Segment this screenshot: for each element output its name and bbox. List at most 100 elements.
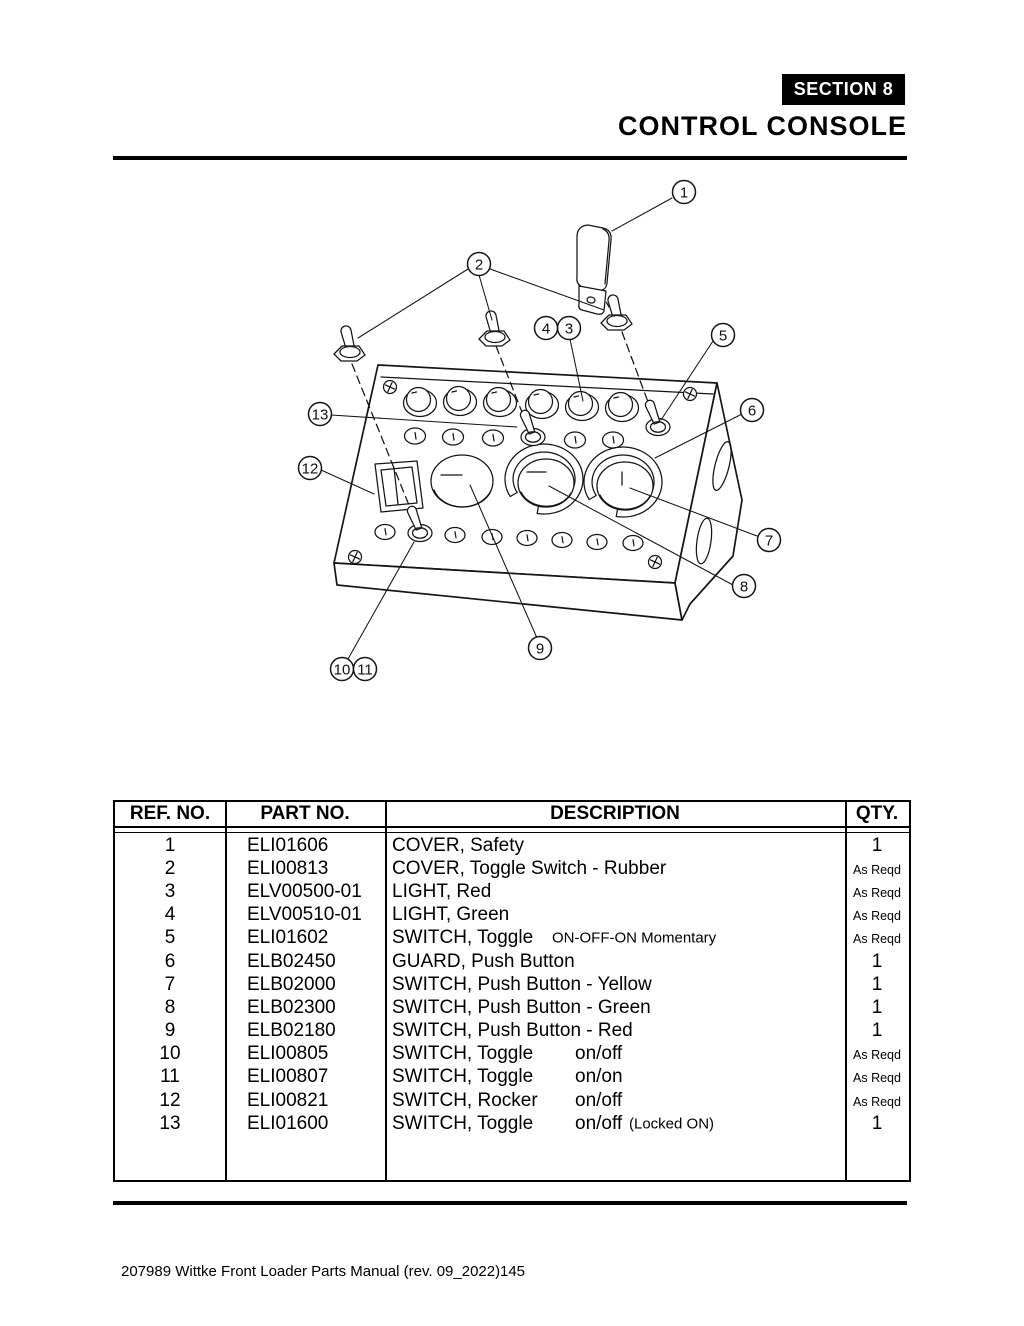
dome-light [482,386,518,418]
table-row: 8 ELB02300 SWITCH, Push Button - Green 1 [115,996,909,1019]
table-row: 6 ELB02450 GUARD, Push Button 1 [115,950,909,973]
col-header-part: PART NO. [260,803,350,824]
switch-hole [516,529,538,547]
description: SWITCH, Push Button - Green [392,996,651,1018]
qty: As Reqd [853,932,901,947]
side-slot [695,517,713,565]
qty: As Reqd [853,909,901,924]
toggle-switch-10-11 [406,505,433,543]
callout-12: 12 [297,455,323,481]
col-header-ref: REF. NO. [129,803,211,824]
qty: 1 [871,973,883,995]
part-no: ELI01602 [247,927,329,949]
svg-text:10: 10 [334,661,351,678]
qty: As Reqd [853,1071,901,1086]
table-row: 4 ELV00510-01 LIGHT, Green As Reqd [115,904,909,927]
svg-text:12: 12 [302,460,319,477]
column-divider [845,802,847,1180]
toggle-switch-5 [644,399,671,437]
page-title: CONTROL CONSOLE [617,111,907,141]
part-no: ELV00510-01 [247,904,362,926]
ref-no: 9 [164,1020,176,1042]
description: LIGHT, Red [392,880,492,902]
description: COVER, Safety [392,834,524,856]
part-no: ELI00807 [247,1066,329,1088]
part-no: ELI00821 [247,1089,329,1111]
table-row: 2 ELI00813 COVER, Toggle Switch - Rubber… [115,857,909,880]
ref-no: 13 [159,1112,181,1134]
description: SWITCH, Push Button - Red [392,1020,633,1042]
svg-text:1: 1 [680,184,688,201]
callout-3: 3 [556,315,582,341]
dome-light [402,386,438,418]
qty: As Reqd [853,862,901,877]
push-button-green-guarded [504,443,584,515]
dome-light [442,385,478,417]
svg-text:9: 9 [536,640,544,657]
dome-light [524,388,560,420]
svg-text:8: 8 [740,578,748,595]
qty: 1 [871,834,883,856]
description: LIGHT, Green [392,904,510,926]
toggle-boot [600,294,633,331]
part-no: ELI00813 [247,857,329,879]
table-body: 1 ELI01606 COVER, Safety 1 2 ELI00813 CO… [115,834,909,1135]
part-no: ELV00500-01 [247,880,362,902]
switch-hole [601,431,625,449]
switch-hole [374,523,396,541]
ref-no: 12 [159,1089,181,1111]
rocker-switch [374,460,424,513]
table-row: 7 ELB02000 SWITCH, Push Button - Yellow … [115,973,909,996]
ref-no: 5 [164,927,176,949]
callout-4: 4 [533,315,559,341]
svg-text:4: 4 [542,320,550,337]
switch-hole [441,428,465,446]
switch-hole [444,526,466,544]
switch-hole [622,534,644,552]
description: COVER, Toggle Switch - Rubber [392,857,667,879]
part-no: ELB02300 [247,996,336,1018]
safety-cover [576,224,612,315]
section-badge-label: SECTION 8 [793,79,894,99]
ref-no: 6 [164,950,176,972]
qty: As Reqd [853,1048,901,1063]
indicator-lights [402,385,640,423]
qty: 1 [871,1020,883,1042]
column-divider [385,802,387,1180]
switch-hole [551,531,573,549]
part-no: ELI01600 [247,1112,329,1134]
callout-8: 8 [731,573,757,599]
part-no: ELI00805 [247,1043,329,1065]
switch-hole [563,431,587,449]
ref-no: 7 [164,973,176,995]
switch-hole [586,533,608,551]
footer-text: 207989 Wittke Front Loader Parts Manual … [121,1263,501,1280]
switch-hole [481,429,505,447]
header-divider [113,156,907,160]
switch-holes-row2 [403,427,625,449]
switch-hole [403,427,427,445]
callout-5: 5 [710,322,736,348]
parts-table: REF. NO. PART NO. DESCRIPTION QTY. 1 ELI… [113,800,911,1182]
push-button-yellow-guarded [583,446,663,518]
callout-10: 10 [329,656,355,682]
qty: 1 [871,1112,883,1134]
description: SWITCH, Push Button - Yellow [392,973,652,995]
table-header-row: REF. NO. PART NO. DESCRIPTION QTY. [115,802,909,828]
svg-text:7: 7 [765,532,773,549]
svg-text:13: 13 [312,406,329,423]
leader-lines [320,197,758,660]
col-header-description: DESCRIPTION [550,803,680,824]
col-header-qty: QTY. [855,803,899,824]
footer-divider [113,1201,907,1205]
toggle-boot [478,310,511,347]
description: GUARD, Push Button [392,950,575,972]
